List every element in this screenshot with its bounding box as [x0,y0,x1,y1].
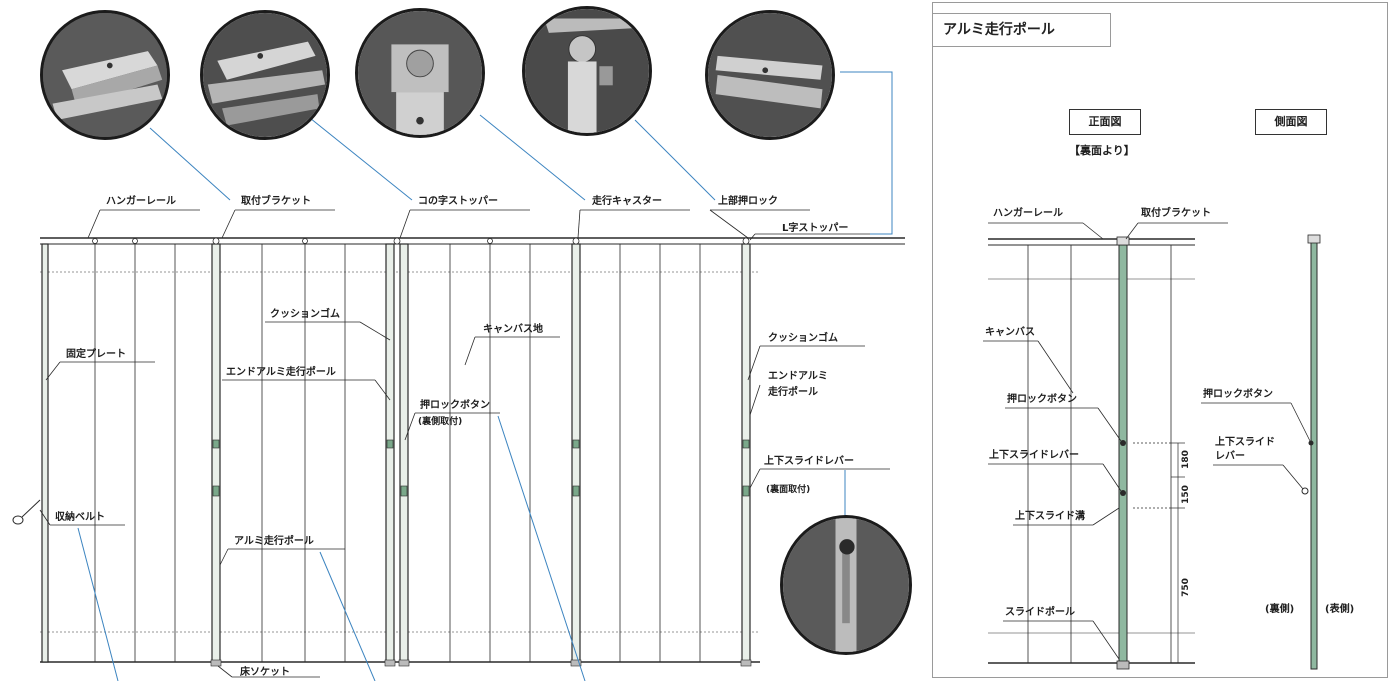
sp-label-side-slide-lever-a: 上下スライド [1215,437,1275,448]
photo-slide-lever [780,515,912,655]
label-fixed-plate: 固定プレート [66,349,126,360]
alu-poles [41,243,751,663]
sp-label-mount-bracket: 取付ブラケット [1141,208,1211,219]
dim-180: 180 [1180,450,1191,469]
label-top-lock: 上部押ロック [718,196,778,207]
photo-caster [522,6,652,136]
label-alu-pole: アルミ走行ポール [234,536,314,547]
label-underlines [50,209,890,678]
sp-label-canvas: キャンバス [985,327,1035,338]
label-c-stopper: コの字ストッパー [418,196,498,207]
pole-markers [212,439,750,497]
label-hanger-rail: ハンガーレール [106,196,176,207]
photo-bracket-rail [200,10,330,140]
label-end-pole-2b: 走行ポール [768,387,818,398]
storage-belt-drawing [12,499,41,525]
rail-photo-icon [203,13,327,137]
side-view-box: 側面図 [1255,109,1327,135]
label-mount-bracket: 取付ブラケット [241,196,311,207]
label-end-pole-1: エンドアルミ走行ポール [226,367,336,378]
photo-mount-bracket [40,10,170,140]
sp-label-slide-pole: スライドポール [1005,607,1075,618]
label-slide-lever: 上下スライドレバー [764,456,854,467]
photo-l-stopper [705,10,835,140]
label-l-stopper: L字ストッパー [782,223,849,234]
rail-casters [92,237,750,245]
front-view-note: 【裏面より】 [1069,144,1135,157]
curtain-partition-diagram [12,71,905,681]
sp-label-slide-lever: 上下スライドレバー [989,450,1079,461]
front-view-box: 正面図 [1069,109,1141,135]
bracket-photo-icon [43,13,167,137]
dim-150: 150 [1180,485,1191,504]
sp-label-front: (表側) [1325,604,1355,615]
sp-label-side-lock-button: 押ロックボタン [1203,389,1273,400]
blue-leaders [77,71,893,681]
sp-label-slide-groove: 上下スライド溝 [1015,511,1085,522]
label-storage-belt: 収納ベルト [55,512,105,523]
label-cushion-rubber-1: クッションゴム [270,309,340,320]
canvas-lines [94,244,701,662]
hanger-rail-drawing [40,237,905,273]
sp-label-hanger-rail: ハンガーレール [993,208,1063,219]
label-slide-lever-note: (裏面取付) [766,485,811,495]
label-cushion-rubber-2: クッションゴム [768,333,838,344]
label-caster: 走行キャスター [592,196,662,207]
black-pointers [39,209,761,678]
stopper-photo-icon [358,11,482,135]
sp-label-side-slide-lever-b: レバー [1215,451,1245,462]
label-end-pole-2a: エンドアルミ [768,371,828,382]
sp-label-back: (裏側) [1265,604,1295,615]
photo-c-stopper [355,8,485,138]
side-panel-drawing [983,222,1321,670]
floor-sockets [210,659,752,667]
sp-label-lock-button: 押ロックボタン [1007,394,1077,405]
label-lock-button: 押ロックボタン [420,400,490,411]
side-panel-alu-pole: アルミ走行ポール 正面図 【裏面より】 側面図 [932,2,1388,678]
label-canvas: キャンバス地 [483,324,543,335]
side-panel-title: アルミ走行ポール [933,13,1111,47]
label-lock-button-note: (裏側取付) [418,417,463,427]
dim-750: 750 [1180,578,1191,597]
l-stopper-photo-icon [708,13,832,137]
lever-photo-icon [783,518,909,652]
caster-photo-icon [525,9,649,133]
label-floor-socket: 床ソケット [240,667,290,678]
